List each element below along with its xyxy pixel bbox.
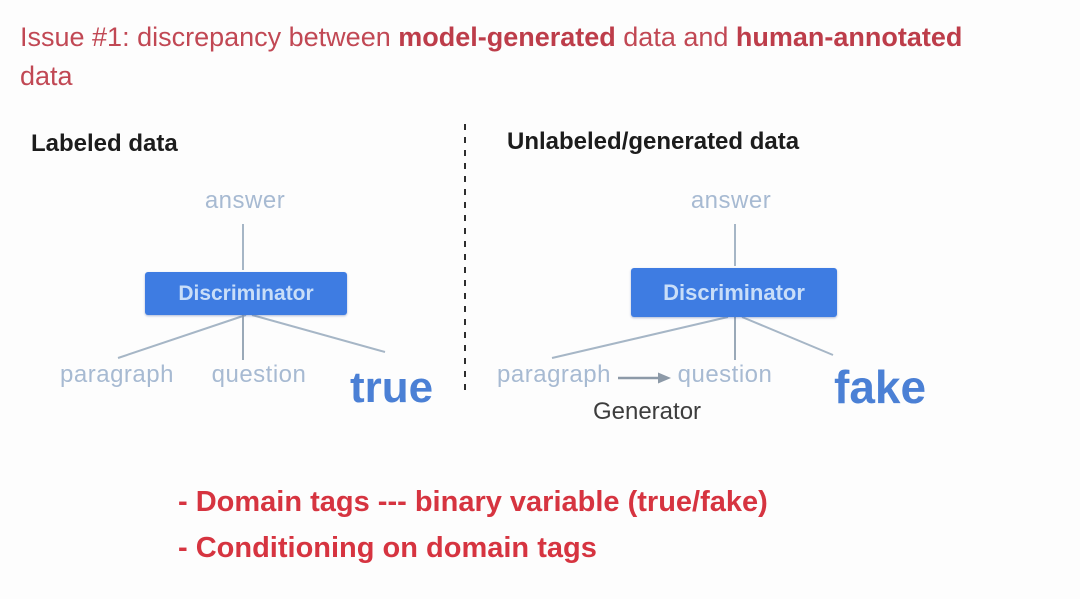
right-box-to-fake-line xyxy=(741,316,834,356)
title-emphasis-model-generated: model-generated xyxy=(398,22,616,52)
right-answer-label: answer xyxy=(690,187,772,214)
right-verdict-fake: fake xyxy=(834,361,927,413)
bullet-list: - Domain tags --- binary variable (true/… xyxy=(178,479,768,571)
right-box-to-paragraph-line xyxy=(551,316,729,359)
left-box-to-true-line xyxy=(251,314,386,353)
title-segment: Issue #1: discrepancy between xyxy=(20,22,399,52)
left-box-to-paragraph-line xyxy=(117,314,247,359)
left-answer-label: answer xyxy=(204,187,286,214)
slide-title: Issue #1: discrepancy between model-gene… xyxy=(20,18,1080,96)
right-panel-heading: Unlabeled/generated data xyxy=(507,128,800,155)
left-discriminator-box: Discriminator xyxy=(145,272,347,315)
bullet-item-domain-tags: - Domain tags --- binary variable (true/… xyxy=(178,486,768,518)
title-segment: data and xyxy=(615,22,736,52)
right-question-label: question xyxy=(677,361,773,388)
left-question-label: question xyxy=(211,361,307,388)
right-paragraph-label: paragraph xyxy=(497,361,611,388)
generator-arrow-head xyxy=(658,372,671,384)
generator-label: Generator xyxy=(592,398,702,425)
bullet-item-conditioning: - Conditioning on domain tags xyxy=(178,532,597,564)
title-emphasis-human-annotated: human-annotated xyxy=(735,22,963,52)
left-verdict-true: true xyxy=(350,363,434,412)
left-paragraph-label: paragraph xyxy=(60,361,174,388)
title-segment-line2: data xyxy=(20,61,73,91)
right-discriminator-box: Discriminator xyxy=(631,268,837,317)
left-panel-heading: Labeled data xyxy=(31,130,178,157)
